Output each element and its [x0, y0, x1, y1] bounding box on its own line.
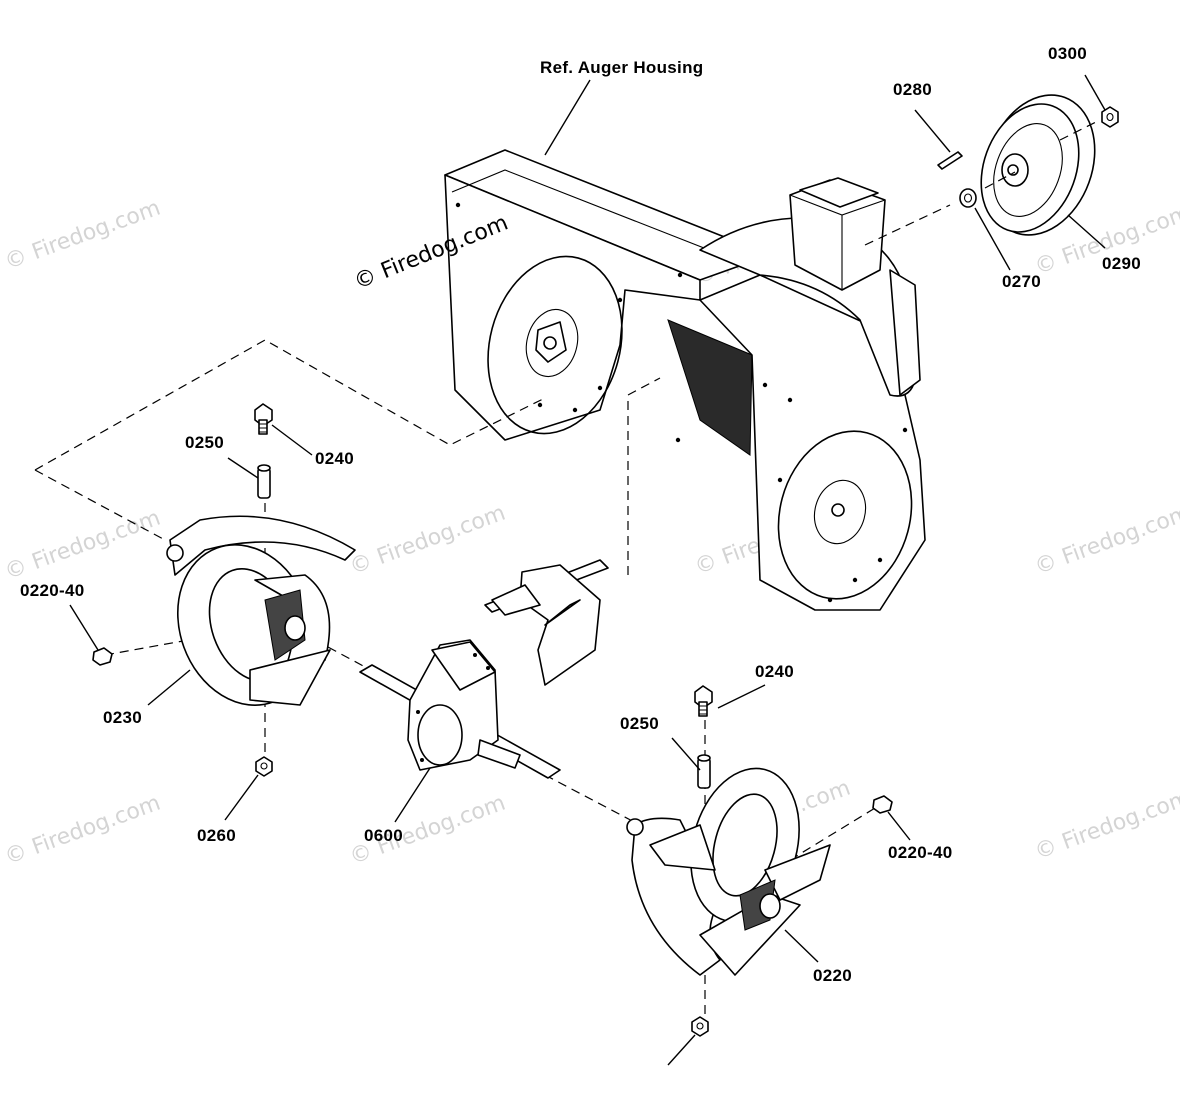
part-label-0220-40-left: 0220-40: [20, 581, 85, 600]
part-label-0220: 0220: [813, 966, 853, 985]
shear-bolt-right: [694, 685, 713, 717]
right-auger: [626, 767, 831, 976]
spacer-right: [697, 754, 711, 789]
part-label-0230: 0230: [103, 708, 143, 727]
key-part: [937, 151, 963, 170]
part-label-0220-40-right: 0220-40: [888, 843, 953, 862]
gearbox-assembly: [359, 559, 609, 779]
washer-part: [959, 188, 977, 208]
nut-0260: [255, 756, 273, 777]
part-label-0250-left: 0250: [185, 433, 225, 452]
spacer-left: [257, 464, 271, 499]
reference-label-auger-housing: Ref. Auger Housing: [540, 58, 704, 77]
part-label-0250-right: 0250: [620, 714, 660, 733]
pulley-part: [980, 94, 1096, 236]
part-label-0300: 0300: [1048, 44, 1088, 63]
left-auger: [166, 515, 356, 706]
leader-lines: [69, 74, 1106, 1066]
part-label-0290: 0290: [1102, 254, 1142, 273]
grease-fitting-left: [92, 647, 113, 666]
part-label-0270: 0270: [1002, 272, 1042, 291]
part-label-0240-right: 0240: [755, 662, 795, 681]
part-label-0600: 0600: [364, 826, 404, 845]
shear-bolt-left: [254, 403, 273, 435]
auger-housing: [444, 149, 926, 611]
part-label-0240-left: 0240: [315, 449, 355, 468]
part-label-0260: 0260: [197, 826, 237, 845]
part-label-0280: 0280: [893, 80, 933, 99]
nut-part: [1101, 106, 1119, 128]
grease-fitting-right: [872, 795, 893, 814]
nut-bottom-right: [691, 1016, 709, 1037]
